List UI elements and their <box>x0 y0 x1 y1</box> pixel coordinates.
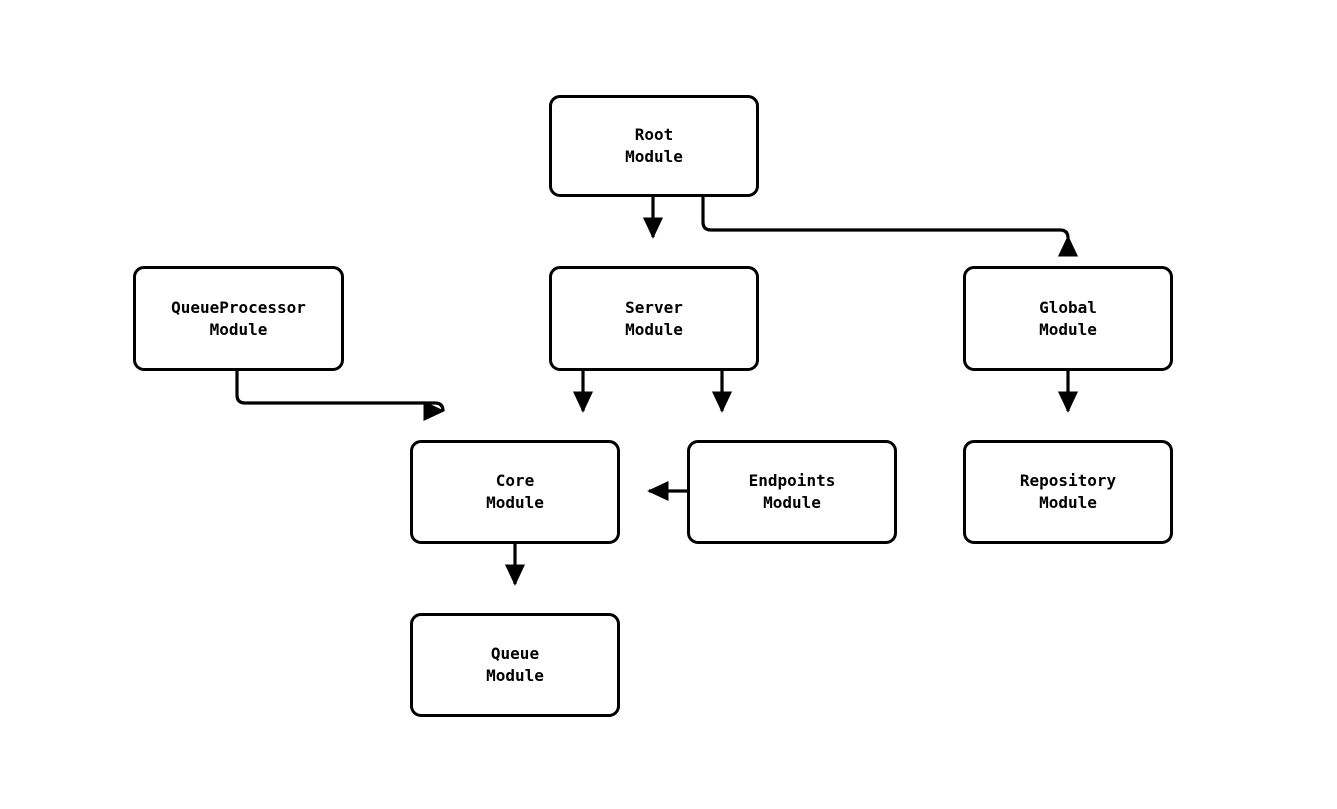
node-queue-module-label: Queue Module <box>486 644 544 685</box>
node-endpoints-module-label: Endpoints Module <box>748 471 836 512</box>
node-queueprocessor-module-label: QueueProcessor Module <box>171 297 306 339</box>
node-server-module-label: Server Module <box>625 297 683 339</box>
node-core-module-label: Core Module <box>486 471 544 512</box>
node-root-module[interactable]: Root Module <box>549 95 759 197</box>
node-core-module[interactable]: Core Module <box>410 440 620 544</box>
node-global-module[interactable]: Global Module <box>963 266 1173 371</box>
node-queue-module[interactable]: Queue Module <box>410 613 620 717</box>
node-global-module-label: Global Module <box>1039 297 1097 339</box>
node-server-module[interactable]: Server Module <box>549 266 759 371</box>
node-root-module-label: Root Module <box>625 125 683 166</box>
node-repository-module[interactable]: Repository Module <box>963 440 1173 544</box>
node-queueprocessor-module[interactable]: QueueProcessor Module <box>133 266 344 371</box>
edge-queueprocessor-to-core <box>235 371 454 413</box>
node-repository-module-label: Repository Module <box>1019 471 1117 512</box>
node-endpoints-module[interactable]: Endpoints Module <box>687 440 897 544</box>
edge-root-to-global <box>701 197 1079 257</box>
